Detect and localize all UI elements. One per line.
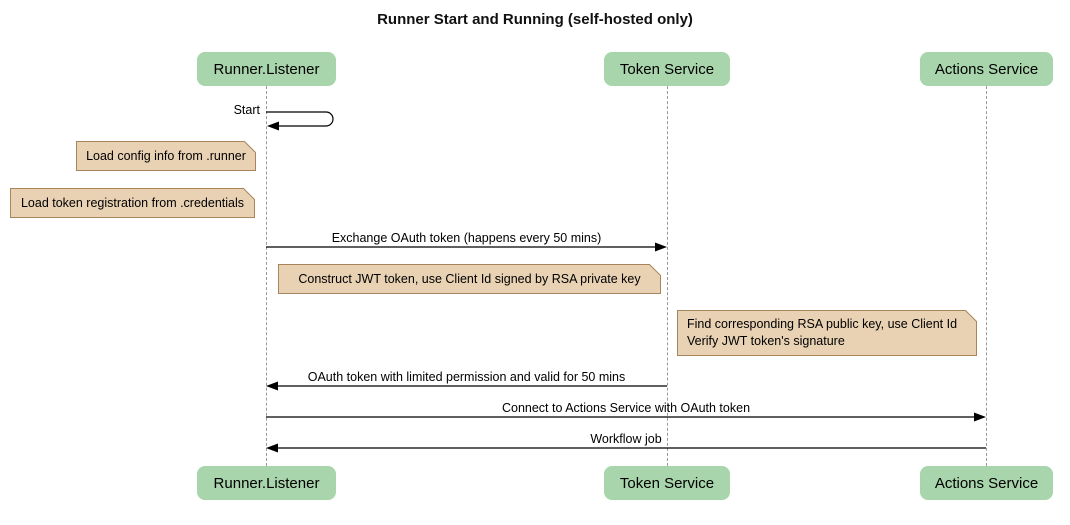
message-label-exchange-oauth: Exchange OAuth token (happens every 50 m… (331, 231, 602, 245)
note-text: Construct JWT token, use Client Id signe… (298, 272, 641, 286)
message-label-workflow-job: Workflow job (590, 432, 662, 446)
participant-runner-listener-bottom: Runner.Listener (197, 466, 336, 500)
note-text: Load config info from .runner (86, 149, 246, 163)
participant-actions-service-top: Actions Service (920, 52, 1053, 86)
participant-token-service-bottom: Token Service (604, 466, 730, 500)
note-load-config: Load config info from .runner (76, 141, 256, 171)
participant-actions-service-bottom: Actions Service (920, 466, 1053, 500)
lifeline-runner-listener (266, 86, 267, 466)
lifeline-actions-service (986, 86, 987, 466)
note-fold-icon (243, 188, 255, 200)
note-load-token-registration: Load token registration from .credential… (10, 188, 255, 218)
message-label-oauth-token-return: OAuth token with limited permission and … (307, 370, 626, 384)
note-text: Find corresponding RSA public key, use C… (687, 317, 958, 348)
message-label-connect-actions: Connect to Actions Service with OAuth to… (501, 401, 751, 415)
note-fold-icon (244, 141, 256, 153)
message-label-start: Start (233, 103, 260, 117)
diagram-title: Runner Start and Running (self-hosted on… (377, 11, 693, 28)
note-construct-jwt: Construct JWT token, use Client Id signe… (278, 264, 661, 294)
start-self-arrow (266, 111, 334, 131)
participant-runner-listener-top: Runner.Listener (197, 52, 336, 86)
participant-token-service-top: Token Service (604, 52, 730, 86)
note-fold-icon (965, 310, 977, 322)
note-fold-icon (649, 264, 661, 276)
note-text: Load token registration from .credential… (20, 196, 245, 210)
lifeline-token-service (667, 86, 668, 466)
note-verify-jwt: Find corresponding RSA public key, use C… (677, 310, 977, 356)
